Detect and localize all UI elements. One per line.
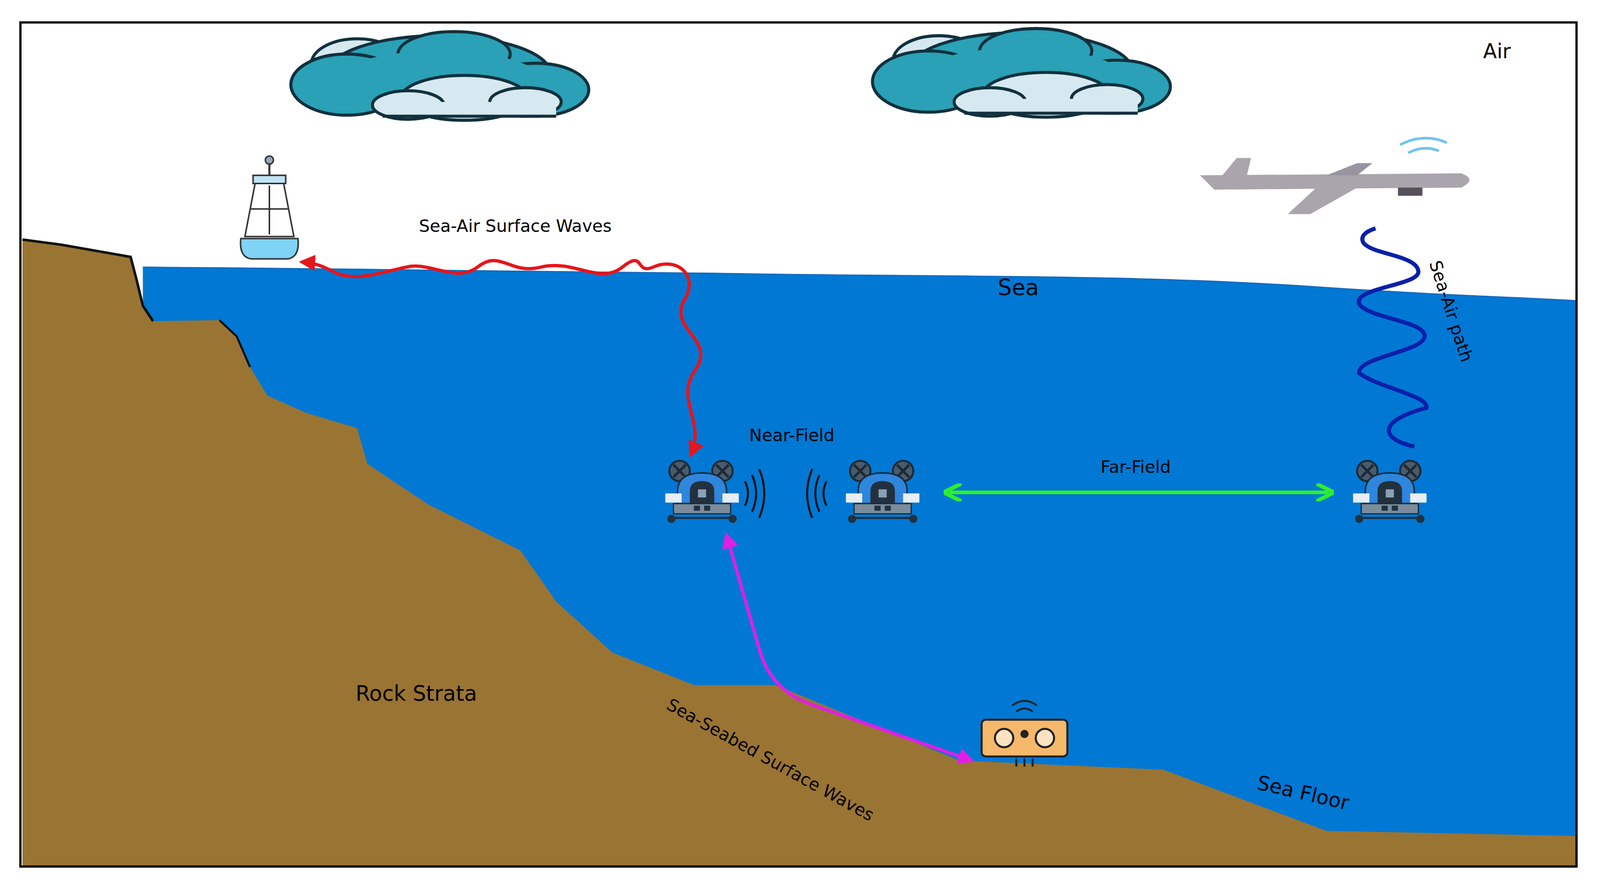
seabed-sensor-icon bbox=[1020, 730, 1029, 739]
region-label: Air bbox=[1482, 40, 1511, 63]
path-label: Sea-Air Surface Waves bbox=[418, 216, 612, 236]
rock-strata bbox=[22, 239, 1577, 867]
aircraft-icon bbox=[1222, 158, 1251, 176]
sound-waves bbox=[752, 475, 757, 512]
sea-air-path-wave bbox=[1358, 228, 1427, 447]
seabed-sensor-icon bbox=[994, 729, 1014, 748]
buoy-icon bbox=[253, 175, 286, 184]
sound-waves bbox=[744, 469, 827, 518]
sound-waves bbox=[759, 469, 765, 518]
sound-waves bbox=[815, 475, 820, 512]
seabed-sensor-icon bbox=[1012, 701, 1038, 712]
aircraft-icon bbox=[1408, 148, 1439, 153]
sound-waves bbox=[744, 481, 748, 507]
aircraft-icon bbox=[1287, 187, 1357, 215]
seabed-sensor-icon bbox=[1016, 758, 1034, 767]
rock-strata bbox=[22, 239, 1577, 867]
vehicle-icon bbox=[1352, 461, 1427, 524]
buoy-icon bbox=[265, 156, 274, 165]
cloud-icon bbox=[290, 31, 589, 121]
buoy-icon bbox=[245, 183, 295, 238]
seabed-sensor-icon bbox=[981, 720, 1068, 757]
far-field-arrow bbox=[949, 490, 1329, 495]
sound-waves bbox=[807, 469, 813, 518]
seabed-wave-path bbox=[726, 535, 972, 761]
rock-strata bbox=[22, 239, 154, 321]
buoy-icon bbox=[251, 185, 288, 235]
region-label: Sea bbox=[997, 275, 1040, 300]
aircraft-icon bbox=[1398, 187, 1423, 196]
cloud-icon bbox=[872, 28, 1171, 118]
aircraft-icon bbox=[1326, 163, 1373, 176]
aircraft-icon bbox=[1400, 138, 1447, 145]
aircraft-icon bbox=[1200, 138, 1470, 214]
region-label: Rock Strata bbox=[355, 682, 478, 706]
aircraft-icon bbox=[1200, 173, 1470, 190]
vehicle-icon bbox=[845, 461, 920, 524]
rock-strata bbox=[219, 320, 251, 368]
frame-border bbox=[20, 22, 1577, 868]
seabed-sensor-icon bbox=[1035, 729, 1055, 748]
surface-wave-path bbox=[301, 260, 701, 455]
range-label: Far-Field bbox=[1100, 458, 1172, 477]
buoy-icon bbox=[240, 156, 299, 260]
seabed-sensor-icon bbox=[981, 701, 1068, 767]
vehicle-icon bbox=[665, 461, 739, 524]
sound-waves bbox=[823, 481, 827, 507]
buoy-icon bbox=[240, 238, 299, 260]
range-label: Near-Field bbox=[749, 426, 835, 445]
